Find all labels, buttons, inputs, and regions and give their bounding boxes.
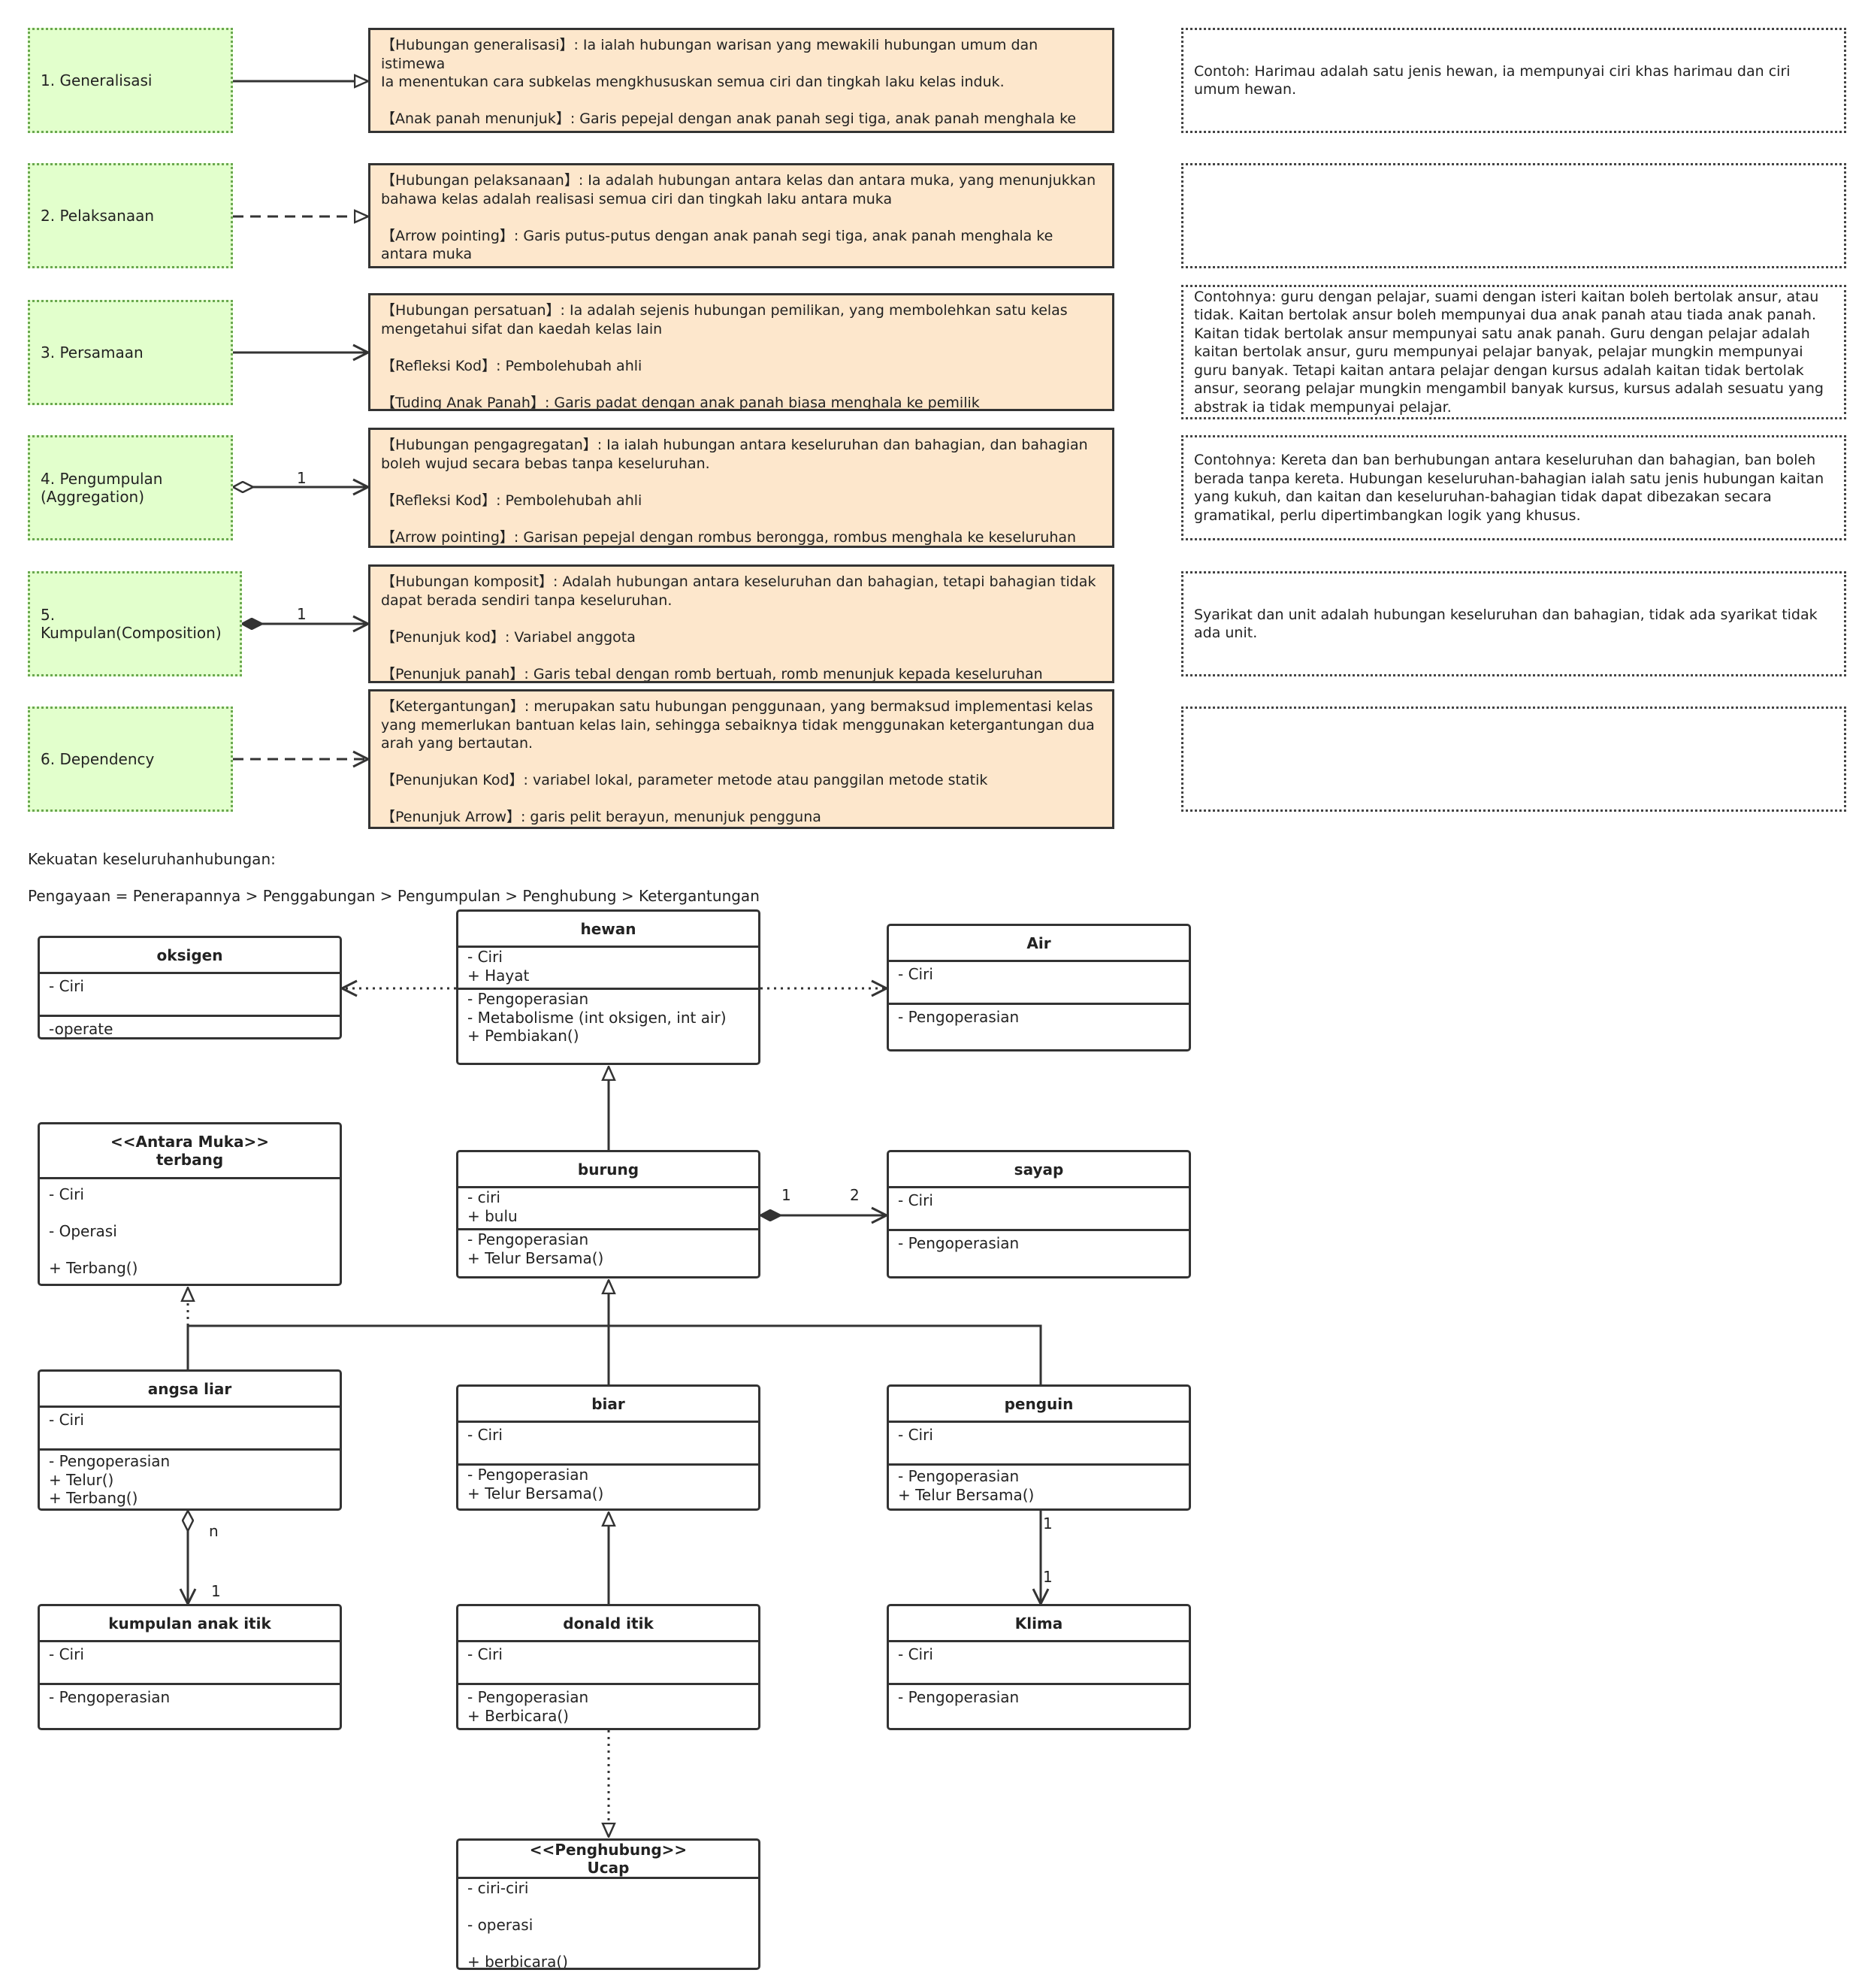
- relation-description-realization: 【Hubungan pelaksanaan】: Ia adalah hubung…: [368, 163, 1114, 268]
- class-terbang-name: <<Antara Muka>> terbang: [40, 1124, 340, 1179]
- class-hewan-operations: - Pengoperasian - Metabolisme (int oksig…: [467, 990, 727, 1045]
- class-penguin: penguin - Ciri - Pengoperasian + Telur B…: [887, 1384, 1191, 1511]
- penguin-klima-multiplicity-target: 1: [1043, 1568, 1053, 1586]
- relation-example-generalization: Contoh: Harimau adalah satu jenis hewan,…: [1181, 28, 1846, 133]
- angsa-kumpulan-multiplicity-target: 1: [211, 1582, 221, 1600]
- class-oksigen-operations: -operate: [49, 1020, 113, 1038]
- class-hewan-attributes: - Ciri + Hayat: [458, 948, 758, 990]
- relation-name-generalization: 1. Generalisasi: [28, 28, 233, 133]
- class-air-attributes: - Ciri: [889, 962, 1189, 1005]
- class-klima-name: Klima: [889, 1606, 1189, 1642]
- class-angsa-liar-operations: - Pengoperasian + Telur() + Terbang(): [49, 1452, 171, 1507]
- class-burung-operations: - Pengoperasian + Telur Bersama(): [467, 1230, 604, 1267]
- class-angsa-liar-attributes: - Ciri: [40, 1408, 340, 1451]
- class-donald-itik: donald itik - Ciri - Pengoperasian + Ber…: [456, 1604, 760, 1730]
- relation-example-dependency: [1181, 707, 1846, 812]
- class-penguin-name: penguin: [889, 1387, 1189, 1423]
- strength-title: Kekuatan keseluruhanhubungan:: [28, 850, 276, 868]
- class-sayap-name: sayap: [889, 1152, 1189, 1188]
- relation-example-realization: [1181, 163, 1846, 268]
- relation-description-association: 【Hubungan persatuan】: Ia adalah sejenis …: [368, 293, 1114, 411]
- relation-name-realization: 2. Pelaksanaan: [28, 163, 233, 268]
- relation-example-composition-text: Syarikat dan unit adalah hubungan keselu…: [1194, 606, 1818, 642]
- class-terbang: <<Antara Muka>> terbang - Ciri - Operasi…: [38, 1122, 342, 1286]
- class-ucap-name: <<Penghubung>> Ucap: [458, 1841, 758, 1879]
- class-oksigen: oksigen - Ciri -operate: [38, 936, 342, 1039]
- class-donald-itik-operations: - Pengoperasian + Berbicara(): [467, 1688, 589, 1725]
- penguin-klima-multiplicity-source: 1: [1043, 1514, 1053, 1533]
- class-kumpulan-anak-itik: kumpulan anak itik - Ciri - Pengoperasia…: [38, 1604, 342, 1730]
- class-air: Air - Ciri - Pengoperasian: [887, 924, 1191, 1051]
- burung-sayap-multiplicity-target: 2: [850, 1186, 860, 1204]
- class-kumpulan-anak-itik-operations: - Pengoperasian: [49, 1688, 171, 1706]
- angsa-kumpulan-multiplicity-source: n: [209, 1522, 219, 1540]
- class-burung: burung - ciri + bulu - Pengoperasian + T…: [456, 1150, 760, 1278]
- class-klima: Klima - Ciri - Pengoperasian: [887, 1604, 1191, 1730]
- class-hewan: hewan - Ciri + Hayat - Pengoperasian - M…: [456, 909, 760, 1065]
- class-burung-name: burung: [458, 1152, 758, 1188]
- class-angsa-liar: angsa liar - Ciri - Pengoperasian + Telu…: [38, 1369, 342, 1511]
- relation-example-composition: Syarikat dan unit adalah hubungan keselu…: [1181, 571, 1846, 676]
- relation-example-aggregation-text: Contohnya: Kereta dan ban berhubungan an…: [1194, 452, 1824, 524]
- relation-example-association-text: Contohnya: guru dengan pelajar, suami de…: [1194, 288, 1824, 416]
- class-penguin-operations: - Pengoperasian + Telur Bersama(): [898, 1467, 1035, 1504]
- relation-name-aggregation: 4. Pengumpulan (Aggregation): [28, 435, 233, 540]
- class-kumpulan-anak-itik-name: kumpulan anak itik: [40, 1606, 340, 1642]
- class-biar-attributes: - Ciri: [458, 1423, 758, 1466]
- strength-order: Pengayaan = Penerapannya > Penggabungan …: [28, 887, 760, 905]
- class-ucap-attributes: - ciri-ciri - operasi + berbicara(): [467, 1879, 568, 1970]
- class-hewan-name: hewan: [458, 912, 758, 948]
- relation-example-association: Contohnya: guru dengan pelajar, suami de…: [1181, 285, 1846, 419]
- relation-name-dependency: 6. Dependency: [28, 707, 233, 812]
- class-penguin-attributes: - Ciri: [889, 1423, 1189, 1466]
- class-klima-operations: - Pengoperasian: [898, 1688, 1020, 1706]
- class-air-operations: - Pengoperasian: [898, 1008, 1020, 1026]
- class-air-name: Air: [889, 926, 1189, 962]
- class-biar-name: biar: [458, 1387, 758, 1423]
- legend-composition-multiplicity: 1: [297, 605, 307, 623]
- class-donald-itik-attributes: - Ciri: [458, 1642, 758, 1685]
- relation-name-association: 3. Persamaan: [28, 300, 233, 405]
- class-angsa-liar-name: angsa liar: [40, 1372, 340, 1408]
- relation-description-composition: 【Hubungan komposit】: Adalah hubungan ant…: [368, 564, 1114, 683]
- burung-sayap-multiplicity-source: 1: [781, 1186, 791, 1204]
- relation-description-generalization: 【Hubungan generalisasi】: Ia ialah hubung…: [368, 28, 1114, 133]
- relation-name-composition: 5. Kumpulan(Composition): [28, 571, 242, 676]
- class-kumpulan-anak-itik-attributes: - Ciri: [40, 1642, 340, 1685]
- class-sayap-attributes: - Ciri: [889, 1188, 1189, 1231]
- class-biar-operations: - Pengoperasian + Telur Bersama(): [467, 1466, 604, 1502]
- relation-example-aggregation: Contohnya: Kereta dan ban berhubungan an…: [1181, 435, 1846, 540]
- class-oksigen-attributes: - Ciri: [40, 974, 340, 1017]
- relation-example-generalization-text: Contoh: Harimau adalah satu jenis hewan,…: [1194, 62, 1791, 98]
- class-sayap-operations: - Pengoperasian: [898, 1234, 1020, 1252]
- relation-description-aggregation: 【Hubungan pengagregatan】: Ia ialah hubun…: [368, 428, 1114, 548]
- class-biar: biar - Ciri - Pengoperasian + Telur Bers…: [456, 1384, 760, 1511]
- class-donald-itik-name: donald itik: [458, 1606, 758, 1642]
- class-ucap: <<Penghubung>> Ucap - ciri-ciri - operas…: [456, 1838, 760, 1970]
- class-terbang-attributes: - Ciri - Operasi + Terbang(): [49, 1185, 138, 1277]
- legend-aggregation-multiplicity: 1: [297, 469, 307, 487]
- class-oksigen-name: oksigen: [40, 938, 340, 974]
- subclasses-burung-generalization: [186, 1324, 1042, 1384]
- relation-description-dependency: 【Ketergantungan】: merupakan satu hubunga…: [368, 689, 1114, 829]
- class-burung-attributes: - ciri + bulu: [458, 1188, 758, 1230]
- class-klima-attributes: - Ciri: [889, 1642, 1189, 1685]
- class-sayap: sayap - Ciri - Pengoperasian: [887, 1150, 1191, 1278]
